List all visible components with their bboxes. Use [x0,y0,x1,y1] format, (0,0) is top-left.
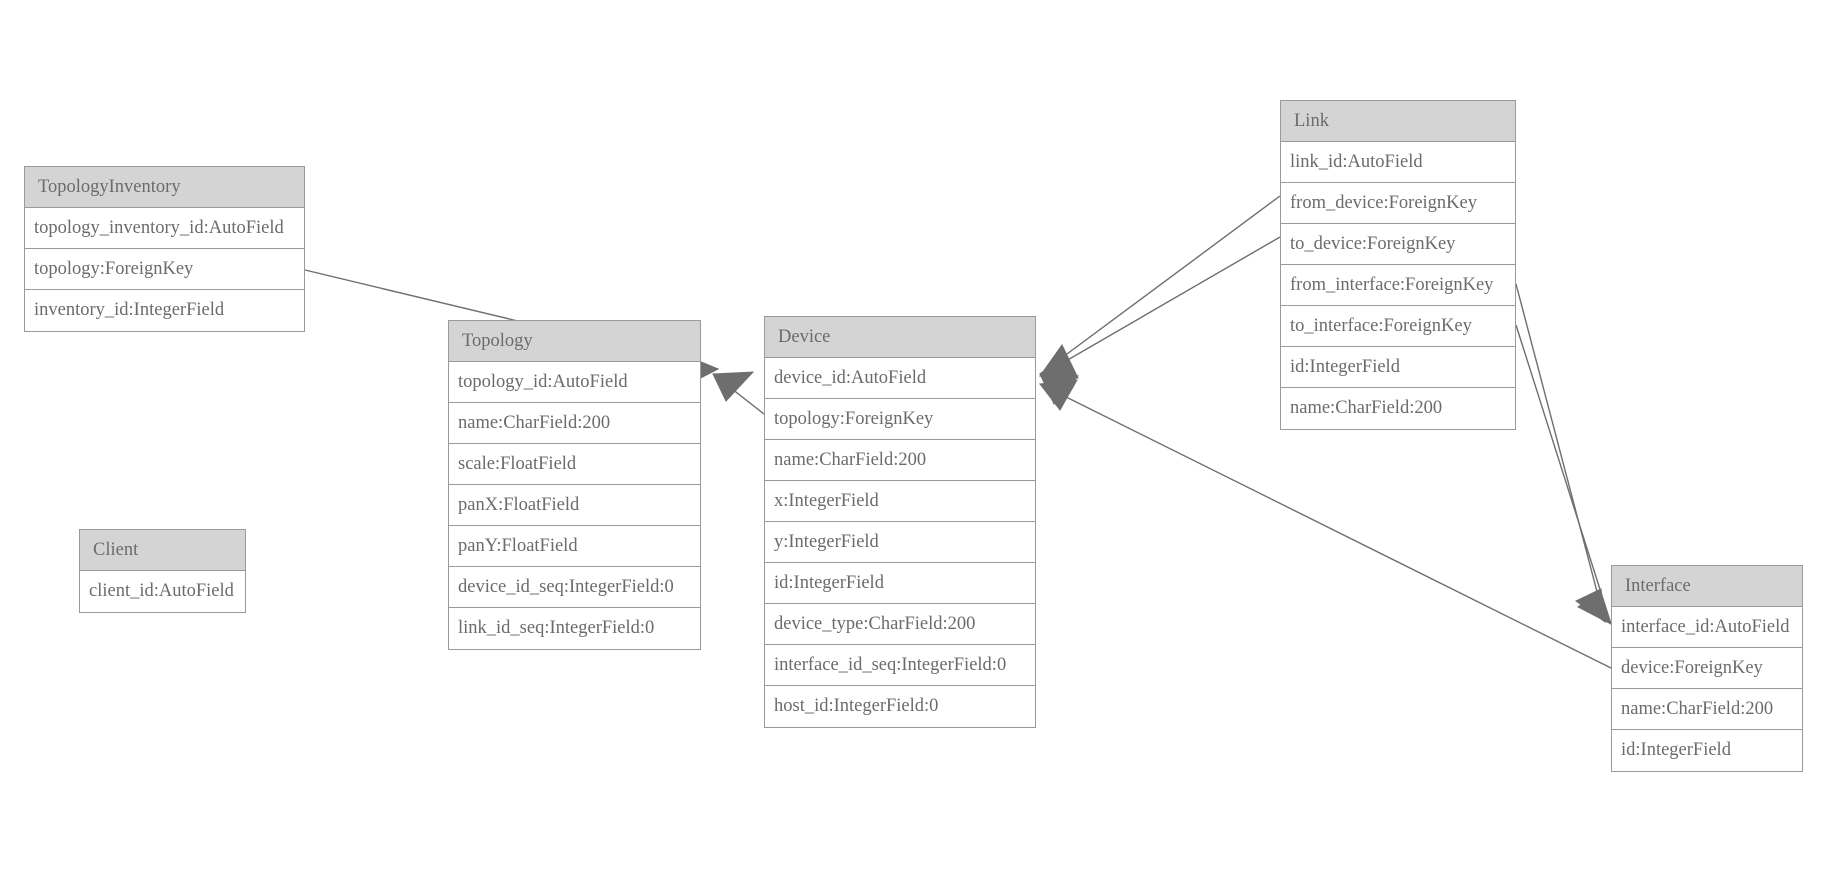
entity-field-row[interactable]: inventory_id:IntegerField [25,290,304,331]
entity-field-row[interactable]: scale:FloatField [449,444,700,485]
entity-field-row[interactable]: device_type:CharField:200 [765,604,1035,645]
entity-field-row[interactable]: to_interface:ForeignKey [1281,306,1515,347]
entity-field-row[interactable]: panX:FloatField [449,485,700,526]
entity-title-topology: Topology [449,321,700,362]
relationship-line [1039,195,1281,375]
entity-field-row[interactable]: x:IntegerField [765,481,1035,522]
entity-field-row[interactable]: id:IntegerField [765,563,1035,604]
entity-field-row[interactable]: from_device:ForeignKey [1281,183,1515,224]
entity-field-row[interactable]: interface_id:AutoField [1612,607,1802,648]
entity-title-device: Device [765,317,1035,358]
entity-title-client: Client [80,530,245,571]
relationship-line [712,373,765,415]
entity-field-row[interactable]: topology_inventory_id:AutoField [25,208,304,249]
entity-title-interface: Interface [1612,566,1802,607]
entity-field-row[interactable]: name:CharField:200 [1612,689,1802,730]
entity-field-row[interactable]: name:CharField:200 [1281,388,1515,429]
relationship-link-from_device [1039,195,1281,405]
entity-field-row[interactable]: topology:ForeignKey [25,249,304,290]
arrowhead-icon [1577,591,1612,626]
arrowhead-icon [1575,588,1606,624]
entity-field-row[interactable]: y:IntegerField [765,522,1035,563]
arrowhead-icon [1039,379,1078,411]
entity-field-row[interactable]: topology_id:AutoField [449,362,700,403]
arrowhead-icon [1039,344,1079,379]
entity-field-row[interactable]: id:IntegerField [1612,730,1802,771]
entity-field-row[interactable]: panY:FloatField [449,526,700,567]
entity-field-row[interactable]: link_id:AutoField [1281,142,1515,183]
entity-field-row[interactable]: id:IntegerField [1281,347,1515,388]
entity-field-row[interactable]: topology:ForeignKey [765,399,1035,440]
entity-field-row[interactable]: name:CharField:200 [765,440,1035,481]
arrowhead-icon [1039,373,1080,405]
entity-field-row[interactable]: from_interface:ForeignKey [1281,265,1515,306]
arrowhead-icon [712,371,755,402]
entity-field-row[interactable]: to_device:ForeignKey [1281,224,1515,265]
entity-field-row[interactable]: device_id_seq:IntegerField:0 [449,567,700,608]
relationship-line [1515,283,1606,623]
entity-title-topology_inventory: TopologyInventory [25,167,304,208]
relationship-link-to_device [1039,236,1281,379]
relationship-device-topology [712,371,765,415]
entity-field-row[interactable]: device:ForeignKey [1612,648,1802,689]
entity-field-row[interactable]: host_id:IntegerField:0 [765,686,1035,727]
entity-field-row[interactable]: device_id:AutoField [765,358,1035,399]
entity-field-row[interactable]: interface_id_seq:IntegerField:0 [765,645,1035,686]
relationship-link-to_interface [1515,324,1612,626]
relationship-line [1515,324,1612,625]
entity-field-row[interactable]: link_id_seq:IntegerField:0 [449,608,700,649]
entity-field-row[interactable]: client_id:AutoField [80,571,245,612]
relationship-link-from_interface [1515,283,1606,624]
relationship-line [1039,236,1281,377]
entity-title-link: Link [1281,101,1515,142]
entity-field-row[interactable]: name:CharField:200 [449,403,700,444]
